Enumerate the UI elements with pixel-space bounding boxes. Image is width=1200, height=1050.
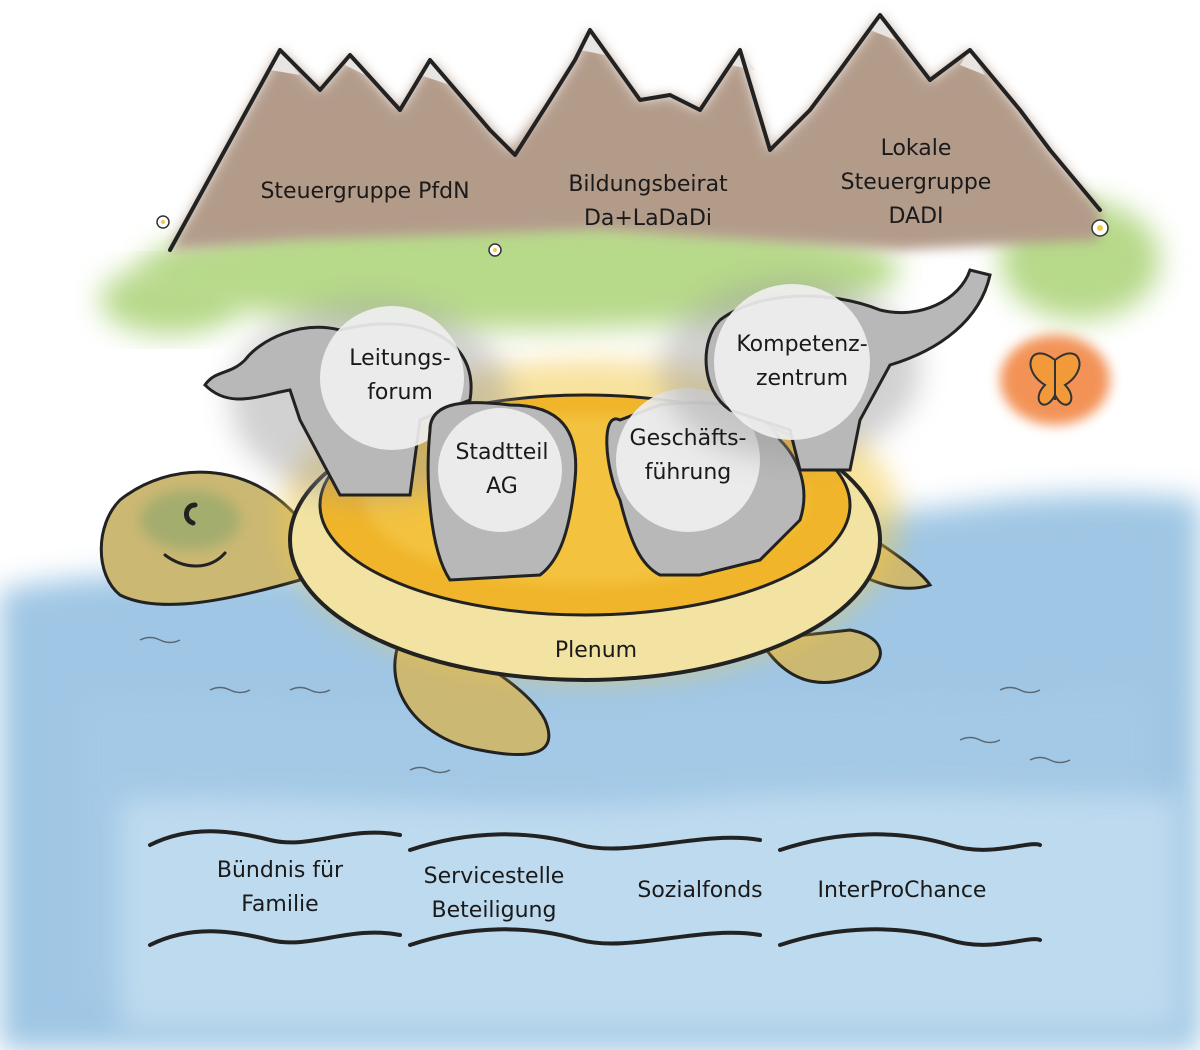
mountain-range xyxy=(168,13,1102,252)
elephant-kompetenzzentrum xyxy=(660,268,992,472)
flower-icon xyxy=(488,243,502,257)
mountain-label-lokale-steuergruppe: Lokale Steuergruppe DADI xyxy=(840,136,992,229)
flower-icon xyxy=(156,215,170,229)
water-label-servicestelle: Servicestelle Beteiligung xyxy=(423,864,565,923)
water-label-interprochance: InterProChance xyxy=(817,878,987,903)
wave-line-icon xyxy=(778,832,1042,947)
elephant-label-stadtteil-ag: Stadtteil AG xyxy=(455,440,549,499)
elephant-label-leitungsforum: Leitungs- forum xyxy=(349,346,451,405)
mountain-label-bildungsbeirat: Bildungsbeirat Da+LaDaDi xyxy=(568,172,728,231)
flower-icon xyxy=(1091,219,1109,237)
water-label-buendnis: Bündnis für Familie xyxy=(216,858,344,917)
butterfly-icon xyxy=(1000,335,1110,425)
mountain-label-steuergruppe-pfdn: Steuergruppe PfdN xyxy=(260,179,470,204)
water-label-sozialfonds: Sozialfonds xyxy=(637,878,763,903)
elephant-label-geschaeftsfuehrung: Geschäfts- führung xyxy=(629,426,747,485)
wave-line-icon xyxy=(408,832,762,947)
wave-line-icon xyxy=(148,829,402,947)
elephant-label-kompetenzzentrum: Kompetenz- zentrum xyxy=(736,332,868,391)
elephant-stadtteil-ag xyxy=(426,401,578,582)
turtle-label-plenum: Plenum xyxy=(554,638,638,663)
